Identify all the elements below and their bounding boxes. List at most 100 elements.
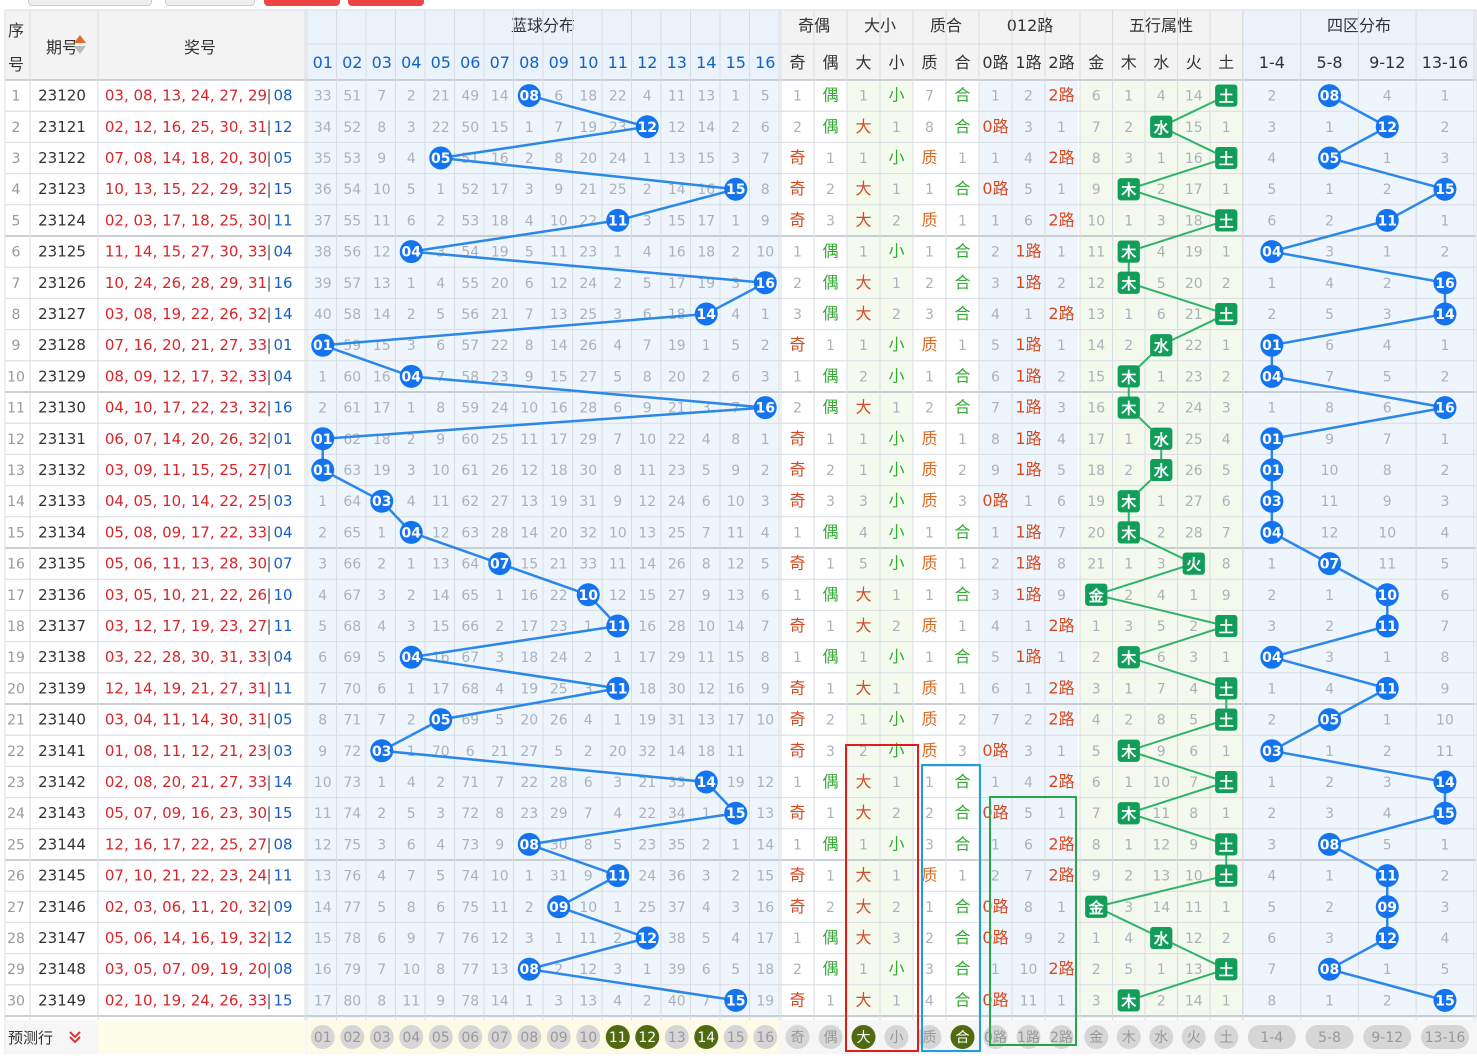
wx-omit: 1 bbox=[1222, 993, 1231, 1009]
omit-value: 4 bbox=[584, 713, 593, 729]
omit-value: 7 bbox=[495, 775, 504, 791]
omit-value: 11 bbox=[520, 432, 538, 448]
wx-omit: 1 bbox=[1124, 432, 1133, 448]
predict-wx-ball[interactable] bbox=[1149, 1025, 1174, 1049]
row-separator: | bbox=[266, 679, 271, 697]
omit-value: 2 bbox=[731, 120, 740, 136]
wx-omit: 1 bbox=[1124, 89, 1133, 105]
predict-wx-ball[interactable] bbox=[1084, 1025, 1109, 1049]
predict-blue-ball[interactable] bbox=[694, 1025, 719, 1049]
omit-value: 28 bbox=[550, 775, 568, 791]
oe-omit: 1 bbox=[826, 993, 835, 1009]
predict-blue-ball[interactable] bbox=[458, 1025, 483, 1049]
predict-quad-pill[interactable] bbox=[1305, 1025, 1354, 1049]
wx-omit: 9 bbox=[1222, 588, 1231, 604]
predict-blue-ball[interactable] bbox=[369, 1025, 394, 1049]
predict-quad-pill[interactable] bbox=[1363, 1025, 1412, 1049]
row-blue-number: 12 bbox=[273, 929, 292, 947]
omit-value: 15 bbox=[550, 369, 568, 385]
predict-quad-pill[interactable] bbox=[1420, 1025, 1469, 1049]
toolbar-button[interactable] bbox=[348, 0, 424, 6]
predict-wx-ball[interactable] bbox=[1181, 1025, 1206, 1049]
predict-wx-ball[interactable] bbox=[1214, 1025, 1239, 1049]
toolbar-button[interactable] bbox=[264, 0, 340, 6]
predict-wx-ball[interactable] bbox=[1116, 1025, 1141, 1049]
wx-omit: 5 bbox=[1222, 463, 1231, 479]
quad-ball-text: 09 bbox=[1378, 900, 1397, 916]
predict-road-ball[interactable] bbox=[1016, 1025, 1041, 1049]
toolbar-button[interactable] bbox=[28, 0, 152, 6]
omit-value: 5 bbox=[525, 245, 534, 261]
predict-blue-ball[interactable] bbox=[635, 1025, 660, 1049]
wx-omit: 1 bbox=[1124, 213, 1133, 229]
omit-value: 18 bbox=[756, 962, 774, 978]
predict-blue-ball[interactable] bbox=[310, 1025, 335, 1049]
predict-oe-ball[interactable] bbox=[818, 1025, 843, 1049]
omit-value: 38 bbox=[668, 931, 686, 947]
omit-value: 37 bbox=[314, 213, 332, 229]
bs-omit: 1 bbox=[859, 962, 868, 978]
omit-value: 24 bbox=[638, 869, 656, 885]
predict-blue-ball[interactable] bbox=[664, 1025, 689, 1049]
predict-blue-ball[interactable] bbox=[605, 1025, 630, 1049]
quad-omit: 1 bbox=[1440, 338, 1449, 354]
blue-ball bbox=[606, 208, 630, 232]
omit-value: 6 bbox=[554, 89, 563, 105]
omit-value: 5 bbox=[407, 182, 416, 198]
wx-omit: 1 bbox=[1222, 182, 1231, 198]
row-separator: | bbox=[266, 617, 271, 635]
predict-pc-ball[interactable] bbox=[950, 1025, 975, 1049]
road-omit: 1 bbox=[1024, 307, 1033, 323]
toolbar-button[interactable] bbox=[165, 0, 255, 6]
road-omit: 5 bbox=[991, 650, 1000, 666]
wx-omit: 22 bbox=[1185, 338, 1203, 354]
blue-ball bbox=[311, 333, 335, 357]
blue-ball-text: 01 bbox=[313, 463, 332, 479]
predict-bs-ball[interactable] bbox=[851, 1025, 876, 1049]
predict-blue-ball[interactable] bbox=[517, 1025, 542, 1049]
wx-tag bbox=[1085, 583, 1108, 606]
oe-omit: 1 bbox=[826, 151, 835, 167]
predict-blue-ball[interactable] bbox=[399, 1025, 424, 1049]
wx-omit: 1 bbox=[1157, 369, 1166, 385]
omit-value: 17 bbox=[756, 931, 774, 947]
sort-down-icon[interactable] bbox=[74, 46, 86, 54]
predict-pc-ball[interactable] bbox=[917, 1025, 942, 1049]
wx-omit: 3 bbox=[1092, 993, 1101, 1009]
road-omit: 2 bbox=[1024, 713, 1033, 729]
blue-col-header: 09 bbox=[549, 53, 569, 72]
oe-omit: 3 bbox=[793, 307, 802, 323]
pc-omit: 1 bbox=[958, 869, 967, 885]
predict-blue-ball-text: 04 bbox=[402, 1030, 420, 1046]
predict-blue-ball[interactable] bbox=[428, 1025, 453, 1049]
predict-bs-ball-text: 小 bbox=[890, 1030, 904, 1046]
predict-blue-ball[interactable] bbox=[753, 1025, 778, 1049]
road-omit: 1 bbox=[991, 151, 1000, 167]
wx-omit: 1 bbox=[1222, 806, 1231, 822]
quad-omit: 2 bbox=[1267, 806, 1276, 822]
predict-blue-ball[interactable] bbox=[487, 1025, 512, 1049]
predict-blue-ball[interactable] bbox=[576, 1025, 601, 1049]
predict-input-area[interactable] bbox=[98, 1020, 305, 1054]
predict-blue-ball[interactable] bbox=[340, 1025, 365, 1049]
chevron-down-icon[interactable] bbox=[69, 1031, 81, 1044]
predict-blue-ball[interactable] bbox=[546, 1025, 571, 1049]
pc-omit: 3 bbox=[958, 744, 967, 760]
omit-value: 25 bbox=[609, 182, 627, 198]
predict-blue-ball[interactable] bbox=[723, 1025, 748, 1049]
wx-omit: 9 bbox=[1092, 869, 1101, 885]
predict-road-ball[interactable] bbox=[1049, 1025, 1074, 1049]
wx-omit: 5 bbox=[1157, 276, 1166, 292]
blue-ball-text: 04 bbox=[402, 650, 422, 666]
road-omit: 2 bbox=[1057, 276, 1066, 292]
predict-oe-ball[interactable] bbox=[785, 1025, 810, 1049]
row-separator: | bbox=[266, 149, 271, 167]
blue-ball-text: 04 bbox=[402, 369, 422, 385]
predict-blue-ball-text: 09 bbox=[550, 1030, 568, 1046]
predict-quad-pill[interactable] bbox=[1247, 1025, 1296, 1049]
predict-bs-ball[interactable] bbox=[884, 1025, 909, 1049]
omit-value: 6 bbox=[436, 900, 445, 916]
bs-value: 小 bbox=[888, 148, 904, 167]
sort-up-icon[interactable] bbox=[74, 35, 86, 43]
oe-value: 奇 bbox=[789, 491, 805, 510]
